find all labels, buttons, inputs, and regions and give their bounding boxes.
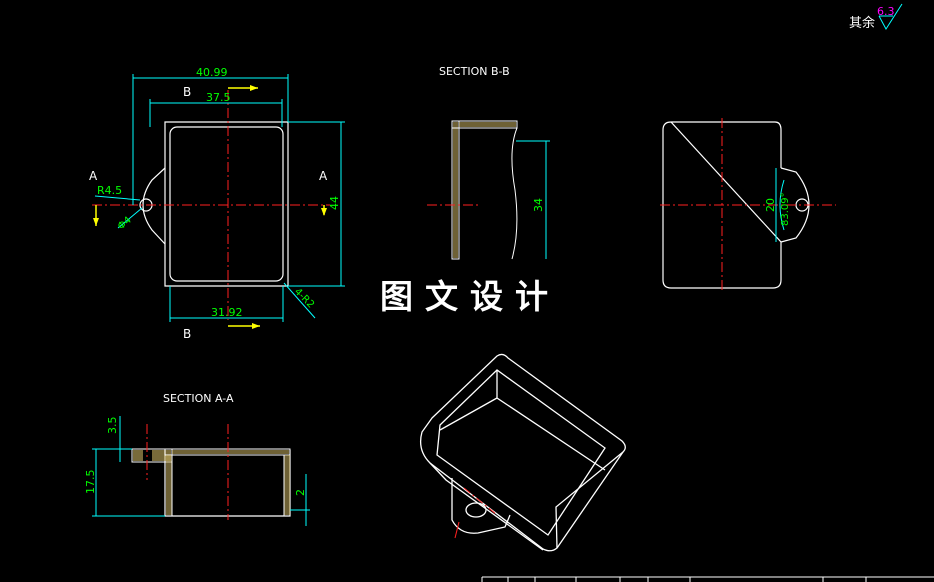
section-label-A-right: A [319, 169, 328, 183]
side-view-outline [662, 121, 782, 289]
iso-inner-rim [436, 369, 606, 536]
hatch [166, 455, 172, 515]
section-b-b: SECTION B-B 34 [427, 65, 550, 260]
hatch [453, 122, 458, 258]
top-view: 40.99 37.5 31.92 44 R4.5 Φ4 4-R2 A A B B [89, 66, 345, 341]
dim-corner: 4-R2 [292, 286, 316, 310]
arrowhead [250, 85, 258, 91]
hatch [172, 450, 289, 454]
dim-aa-bottom: 2 [294, 489, 307, 496]
hatch [133, 450, 143, 461]
dim-bb-height: 34 [532, 198, 545, 212]
top-view-outline [164, 121, 289, 287]
section-label-A-left: A [89, 169, 98, 183]
leader-hole [117, 207, 143, 229]
leader-radius [94, 195, 141, 201]
dim-radius: R4.5 [97, 184, 122, 197]
centerline [454, 521, 460, 539]
dim-outer-width: 40.99 [196, 66, 228, 79]
hatch [459, 122, 516, 127]
roughness-symbol: 其余 6.3 [849, 3, 903, 31]
leader-corner [283, 282, 316, 319]
hatch [284, 455, 290, 515]
isometric-view [419, 353, 626, 552]
iso-front-face [555, 451, 624, 549]
dim-height: 44 [328, 196, 341, 210]
top-view-inner-outline [169, 126, 284, 282]
dim-angle: 83.09° [780, 192, 791, 226]
iso-inner-back [496, 370, 606, 471]
section-label-B-top: B [183, 85, 191, 99]
dim-bottom-width: 31.92 [211, 306, 243, 319]
title-block [481, 576, 934, 582]
section-bb-top [451, 120, 518, 129]
watermark-text: 图文设计 [380, 277, 560, 316]
iso-inner-floor [439, 397, 498, 431]
iso-tab [451, 478, 511, 534]
roughness-label: 其余 [849, 15, 875, 31]
section-label-B-bottom: B [183, 327, 191, 341]
section-bb-title: SECTION B-B [439, 65, 510, 78]
iso-side-face [429, 462, 544, 551]
section-a-a: SECTION A-A 3.5 17.5 2 [84, 392, 310, 526]
side-view: 20 83.09° [660, 118, 836, 292]
dim-arc-angle [779, 179, 785, 231]
roughness-value: 6.3 [877, 5, 895, 18]
iso-outer-rim [419, 353, 626, 552]
roughness-check-icon [878, 3, 903, 30]
dim-aa-height: 17.5 [84, 470, 97, 495]
dim-tab: 20 [764, 198, 777, 212]
dim-inner-width: 37.5 [206, 91, 231, 104]
arrowhead [93, 218, 99, 226]
hatch [152, 450, 171, 461]
arrowhead [321, 208, 327, 216]
dim-aa-top: 3.5 [106, 417, 119, 435]
centerline [463, 487, 497, 515]
arrowhead [252, 323, 260, 329]
section-aa-title: SECTION A-A [163, 392, 234, 405]
section-bb-break-line [511, 127, 518, 260]
iso-tab-hole [465, 502, 487, 518]
top-view-tab [142, 167, 166, 245]
